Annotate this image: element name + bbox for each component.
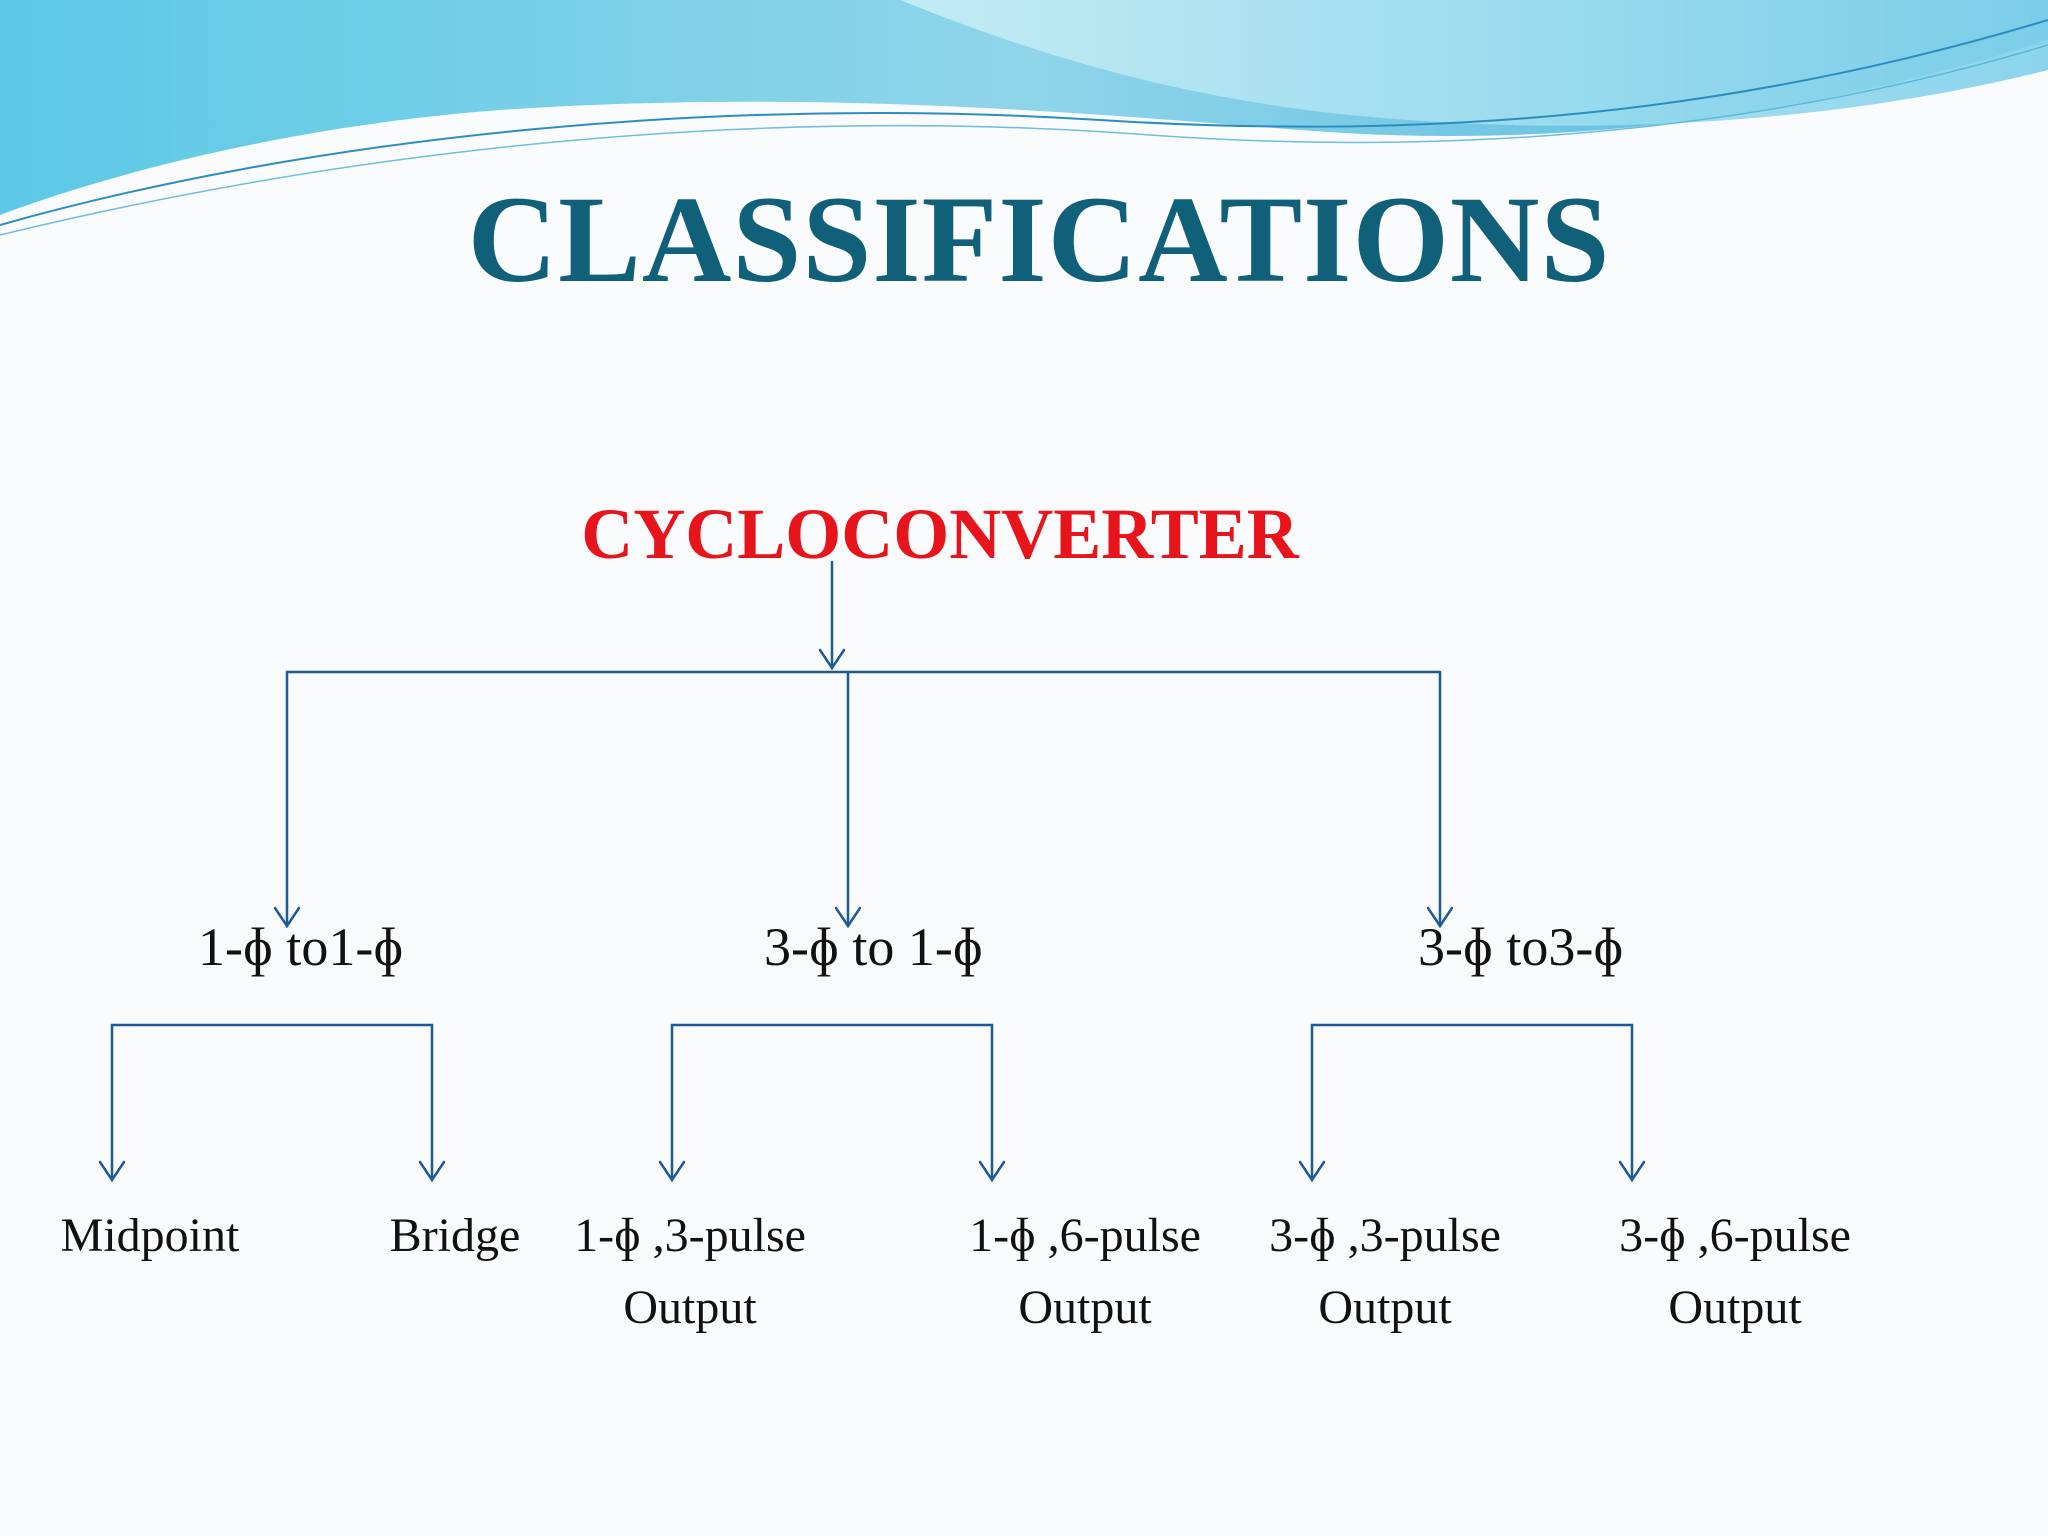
branch-connector-3 — [1426, 670, 1454, 929]
branch-connector-2 — [834, 670, 862, 929]
subtree-connector-1 — [98, 1023, 446, 1183]
root-node-cycloconverter: CYCLOCONVERTER — [581, 494, 1299, 574]
subtree-connector-2 — [658, 1023, 1006, 1183]
leaf-node-1ph-6pulse: 1-ɸ ,6-pulse Output — [969, 1209, 1201, 1334]
slide-title: CLASSIFICATIONS — [467, 171, 1611, 308]
root-connector — [285, 560, 1442, 674]
branch-node-1ph-to-1ph: 1-ɸ to1-ɸ — [198, 917, 404, 977]
leaf-node-bridge: Bridge — [389, 1209, 521, 1262]
branch-node-3ph-to-3ph: 3-ɸ to3-ɸ — [1418, 917, 1624, 977]
leaf-node-1ph-3pulse: 1-ɸ ,3-pulse Output — [574, 1209, 806, 1334]
header-wave-decoration — [0, 0, 2048, 236]
branch-connector-1 — [273, 670, 301, 929]
branch-node-3ph-to-1ph: 3-ɸ to 1-ɸ — [764, 917, 983, 977]
leaf-node-3ph-3pulse: 3-ɸ ,3-pulse Output — [1269, 1209, 1501, 1334]
leaf-node-midpoint: Midpoint — [60, 1209, 240, 1262]
subtree-connector-3 — [1298, 1023, 1646, 1183]
leaf-node-3ph-6pulse: 3-ɸ ,6-pulse Output — [1619, 1209, 1851, 1334]
